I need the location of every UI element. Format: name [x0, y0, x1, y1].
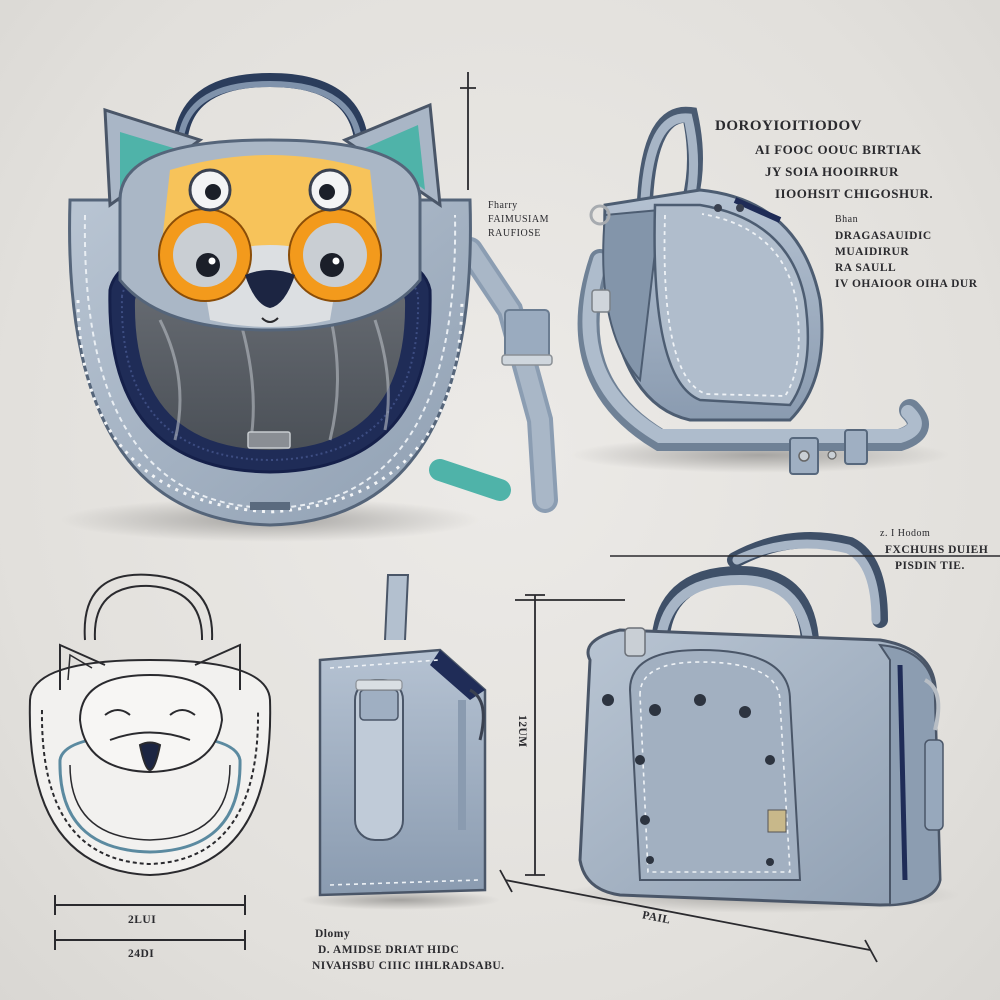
small-note-1: Fharry [488, 200, 518, 211]
note-right-5: IV OHAIOOR OIHA DUR [835, 278, 978, 290]
header-line-3: IIOOHSIT CHIGOSHUR. [775, 186, 934, 201]
bag-outline-sketch [28, 573, 272, 950]
header-line-2: JY SOIA HOOIRRUR [765, 164, 899, 179]
footer-line-2: D. AMIDSE DRIAT HIDC [318, 944, 460, 956]
small-note-3: RAUFIOSE [488, 228, 541, 239]
note-right-3: MUAIDIRUR [835, 246, 910, 258]
note-right-1: Bhan [835, 214, 859, 225]
dimension-marker-top [460, 72, 476, 190]
bag-front-animal [60, 72, 558, 542]
mid-note-2: FXCHUHS DUIEH [885, 544, 989, 556]
bag-side-profile [570, 106, 950, 475]
header-title: DOROYIOITIODOV [715, 118, 863, 134]
mid-note-3: PISDIN TIE. [895, 560, 965, 572]
dimension-label-height: 12UM [516, 715, 528, 748]
note-right-4: RA SAULL [835, 262, 897, 274]
dimension-label-width-1: 2LUI [128, 914, 157, 926]
note-right-2: DRAGASAUIDIC [835, 230, 932, 242]
dimension-label-width-2: 24DI [128, 948, 155, 960]
bag-narrow-side [300, 574, 500, 910]
footer-line-1: Dlomy [315, 928, 351, 940]
bag-three-quarter [499, 532, 960, 963]
small-note-2: FAIMUSIAM [488, 214, 549, 225]
footer-line-3: NIVAHSBU CIIIC IIHLRADSABU. [312, 960, 505, 972]
header-line-1: AI FOOC OOUC BIRTIAK [755, 142, 922, 157]
mid-note-1: z. I Hodom [880, 528, 931, 539]
